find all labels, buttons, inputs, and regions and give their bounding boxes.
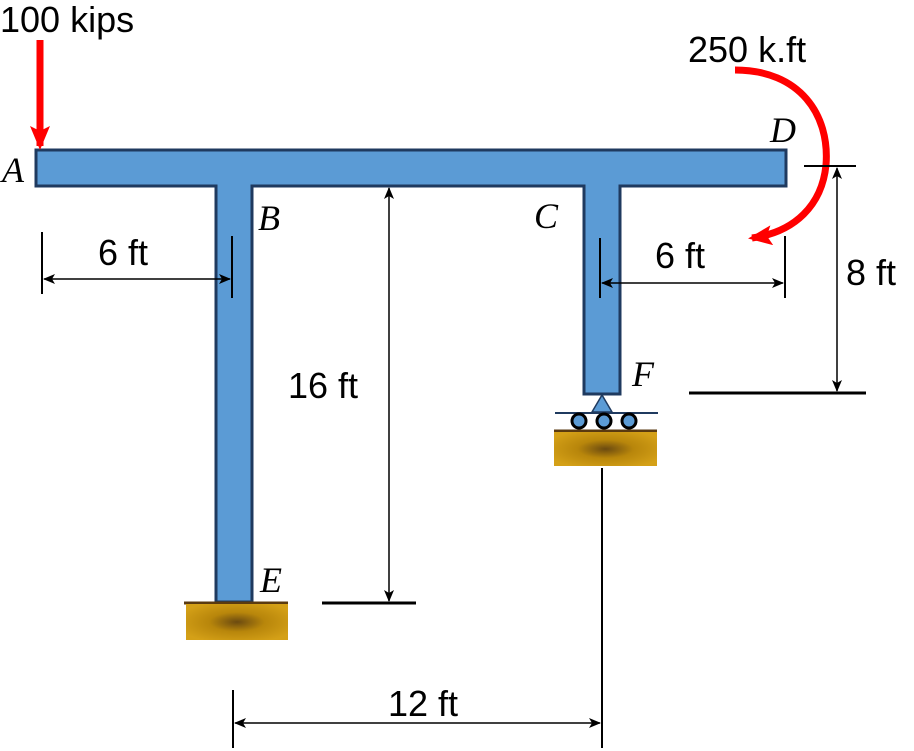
fixed-support-e	[184, 601, 288, 640]
point-label-e: E	[259, 560, 282, 600]
point-load-label: 100 kips	[0, 0, 134, 40]
dim-bottom-span-label: 12 ft	[388, 683, 458, 724]
point-label-b: B	[258, 198, 280, 238]
dim-right-height	[689, 165, 866, 395]
moment-arrow	[734, 66, 830, 246]
dim-right-span-label: 6 ft	[655, 235, 705, 276]
point-label-d: D	[769, 110, 796, 150]
dim-column-height	[322, 187, 416, 605]
dim-left-span-label: 6 ft	[98, 232, 148, 273]
point-label-f: F	[631, 354, 655, 394]
dim-left-span	[41, 232, 233, 298]
frame-members	[34, 148, 788, 604]
roller-support-f	[554, 393, 658, 466]
dim-bottom-span	[232, 468, 603, 748]
moment-label: 250 k.ft	[688, 29, 806, 70]
dim-right-span	[599, 236, 786, 298]
point-label-a: A	[0, 150, 25, 190]
dim-right-height-label: 8 ft	[846, 252, 896, 293]
point-label-c: C	[534, 196, 559, 236]
dim-column-height-label: 16 ft	[288, 365, 358, 406]
